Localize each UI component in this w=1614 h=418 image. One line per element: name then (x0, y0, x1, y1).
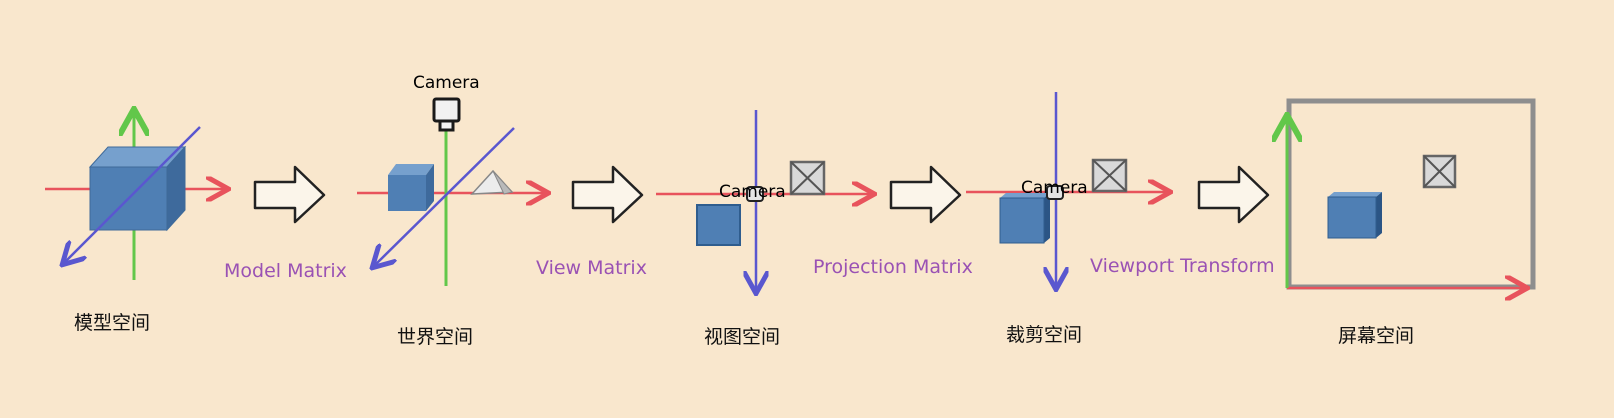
view-space-scene (656, 110, 872, 291)
cube (999, 193, 1050, 244)
transform-label-model-matrix: Model Matrix (224, 260, 347, 282)
space-label-model: 模型空间 (74, 312, 151, 334)
camera-label-view: Camera (719, 182, 786, 202)
screen-space-scene (1286, 98, 1536, 290)
cube (1327, 192, 1382, 239)
camera-icon (746, 186, 764, 202)
crossed-box-icon (1422, 154, 1457, 189)
model-space-scene (45, 112, 226, 280)
pyramid (470, 169, 514, 195)
clip-space-scene (966, 92, 1168, 287)
camera-label-world: Camera (413, 73, 480, 93)
crossed-box-icon (789, 160, 826, 196)
transform-arrow-2 (571, 165, 644, 224)
space-label-clip: 裁剪空间 (1006, 324, 1083, 346)
camera-icon (432, 97, 461, 132)
transform-arrow-4 (1197, 165, 1270, 224)
transform-arrow-1 (253, 165, 326, 224)
space-label-world: 世界空间 (397, 326, 474, 348)
camera-label-clip: Camera (1021, 178, 1088, 198)
transform-label-viewport-transform: Viewport Transform (1090, 255, 1275, 277)
cube (696, 204, 741, 246)
camera-icon (1046, 185, 1064, 200)
transform-arrow-3 (889, 165, 962, 224)
world-space-scene (357, 97, 546, 286)
transform-label-projection-matrix: Projection Matrix (813, 256, 973, 278)
transform-label-view-matrix: View Matrix (536, 257, 647, 279)
z-axis (64, 126, 201, 263)
screen-frame (1286, 98, 1536, 290)
space-label-view: 视图空间 (704, 326, 781, 348)
space-label-screen: 屏幕空间 (1338, 325, 1415, 347)
cube (388, 164, 434, 211)
crossed-box-icon (1091, 158, 1128, 193)
z-axis (374, 127, 515, 266)
